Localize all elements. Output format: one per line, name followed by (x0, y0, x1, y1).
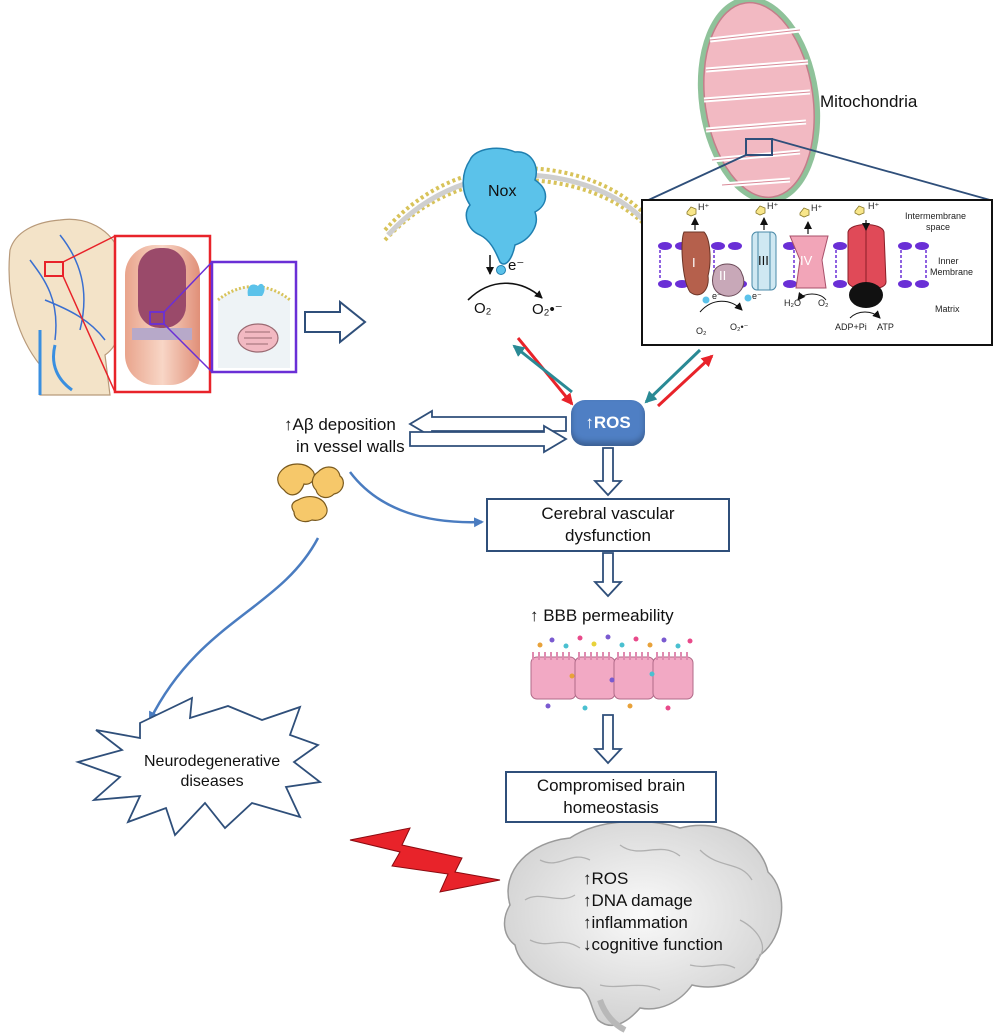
zoom-line-right (771, 138, 991, 201)
hollow-arrow-right (304, 299, 367, 345)
atp-label: ATP (877, 322, 894, 332)
electron-transport-inset (641, 199, 993, 346)
abeta-line-1: ↑Aβ deposition (284, 415, 396, 434)
bbb-cells (530, 634, 694, 711)
hollow-arrow-bbb-to-cbh (592, 714, 624, 765)
abeta-deposition-label: ↑Aβ deposition in vessel walls (284, 414, 405, 458)
neurodegenerative-label: Neurodegenerative diseases (144, 752, 280, 792)
proton-label-1: H⁺ (698, 202, 710, 212)
proton-label-3: H⁺ (811, 203, 823, 213)
complex-i-label: I (692, 255, 696, 270)
cvd-line-2: dysfunction (564, 526, 651, 545)
proton-label-2: H⁺ (767, 201, 779, 211)
matrix-label: Matrix (935, 304, 960, 314)
teal-arrow-ros-to-nox (512, 344, 573, 394)
complex-iv-label: IV (800, 253, 813, 268)
cvd-line-1: Cerebral vascular (541, 504, 675, 523)
brain-effect-ros: ↑ROS (583, 869, 629, 888)
electron-label: e⁻ (508, 257, 525, 274)
proton-label-4: H⁺ (868, 201, 880, 211)
cerebral-vascular-dysfunction-box: Cerebral vascular dysfunction (486, 498, 730, 552)
mitochondrion (697, 0, 821, 204)
inset-electron-label-2: e⁻ (752, 291, 762, 301)
brain-effect-inflammation: ↑inflammation (583, 913, 688, 932)
adp-label: ADP+Pi (835, 322, 867, 332)
neuro-line-2: diseases (180, 773, 244, 790)
mitochondria-label: Mitochondria (820, 92, 918, 111)
inset-oxygen-label: O₂ (818, 298, 829, 308)
vessel-illustration (113, 234, 213, 394)
head-illustration (8, 218, 129, 396)
neurodegenerative-starburst (75, 696, 323, 837)
bbb-permeability-label: ↑ BBB permeability (530, 606, 674, 625)
nox-label: Nox (488, 183, 517, 200)
inner-label: Inner (938, 256, 959, 266)
water-label: H₂O (784, 298, 801, 308)
superoxide-label: O₂•⁻ (532, 301, 563, 318)
brain-effect-dna-damage: ↑DNA damage (583, 891, 693, 910)
cbh-line-1: Compromised brain (536, 776, 686, 795)
electron-dot (496, 265, 506, 275)
brain-effect-cognitive-function: ↓cognitive function (583, 935, 723, 954)
teal-arrow-mito-to-ros (644, 348, 702, 404)
membrane-label: Membrane (930, 267, 974, 277)
ros-node: ↑ROS (571, 400, 645, 446)
complex-ii-label: II (719, 268, 727, 283)
superoxide-curve-arrow (467, 282, 543, 301)
hollow-arrow-ros-to-cvd (592, 447, 624, 497)
inset-electron-label-1: e⁻ (712, 291, 722, 301)
abeta-line-2: in vessel walls (296, 437, 405, 456)
hollow-arrow-abeta-to-ros (409, 424, 568, 454)
cbh-line-2: homeostasis (563, 798, 659, 817)
intermembrane-label: Intermembrane (905, 211, 967, 221)
cell-illustration (210, 260, 298, 374)
curve-arrow-abeta-to-cvd (349, 471, 484, 528)
neuro-line-1: Neurodegenerative (144, 753, 281, 770)
amyloid-aggregates (277, 463, 344, 523)
inset-oxygen-left-label: O₂ (696, 326, 707, 336)
space-label: space (926, 222, 951, 232)
curve-arrow-abeta-to-neuro (148, 537, 320, 722)
zoom-line-left (641, 154, 747, 204)
red-arrow-ros-to-mito (656, 354, 714, 408)
hollow-arrow-cvd-to-bbb (592, 552, 624, 598)
nox-protein (462, 147, 547, 265)
inset-superoxide-label: O₂•⁻ (730, 322, 749, 332)
brain-effects-list: ↑ROS ↑DNA damage ↑inflammation ↓cognitiv… (583, 868, 723, 956)
compromised-brain-homeostasis-box: Compromised brain homeostasis (505, 771, 717, 823)
lightning-bolt (349, 827, 501, 893)
oxygen-label: O₂ (474, 300, 492, 317)
complex-iii-label: III (758, 253, 769, 268)
